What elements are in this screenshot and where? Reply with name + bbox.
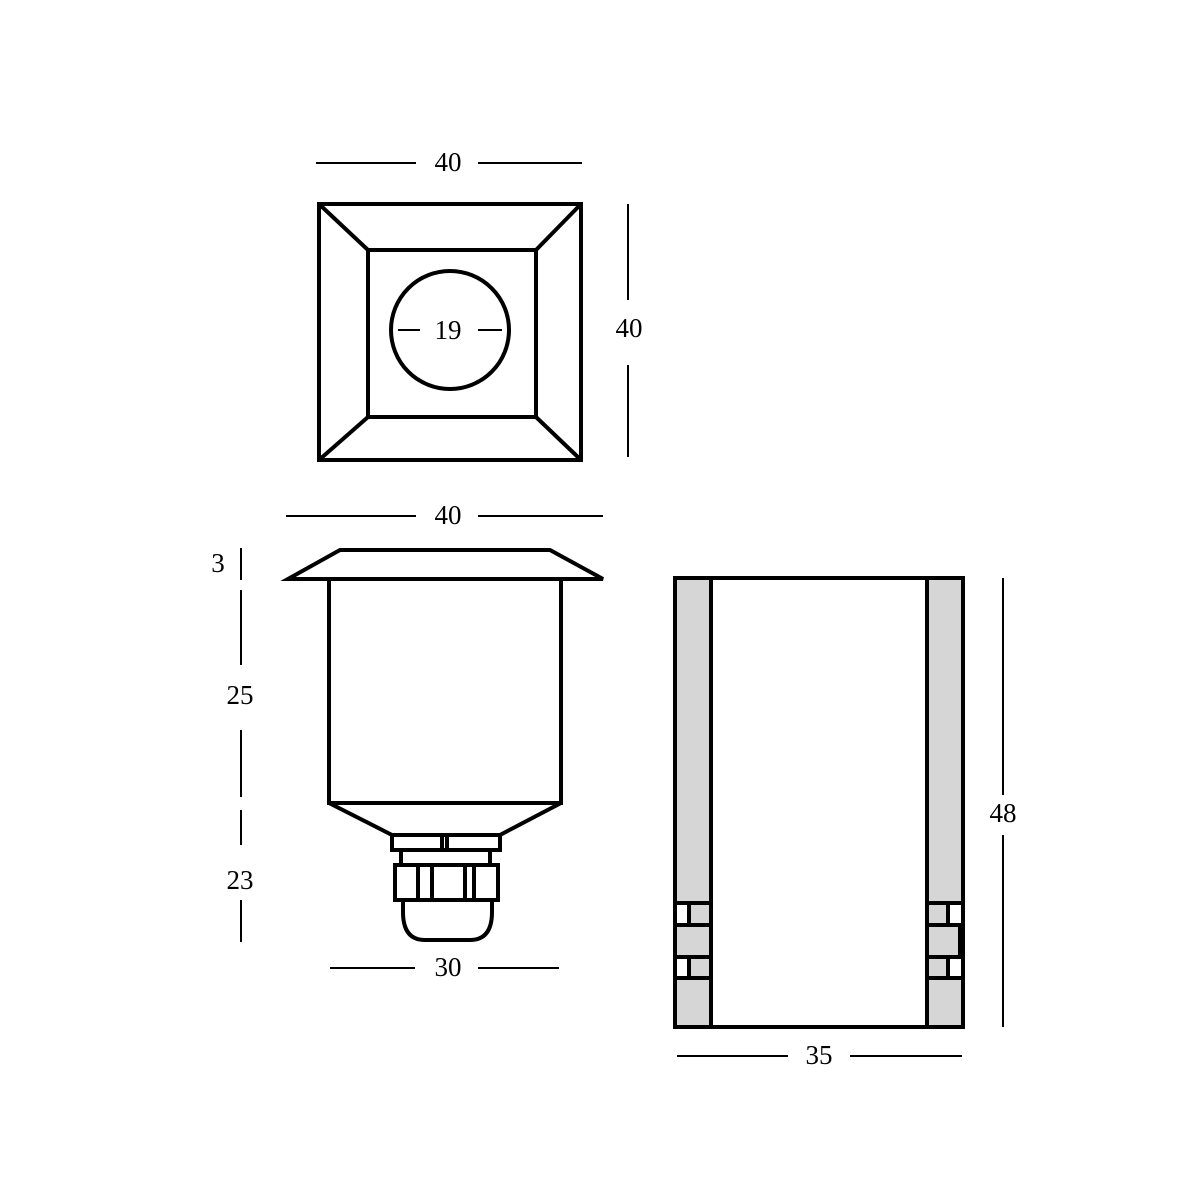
top-height-label: 40 [616,313,643,343]
gland-ring-divider [440,833,449,852]
flange-height-label: 3 [211,548,225,578]
gland-neck [399,848,492,867]
right-wall [925,576,965,1029]
gland-height-label: 23 [227,865,254,895]
side-width-label: 40 [435,500,462,530]
gland-nut-facets [416,865,476,900]
body-height-label: 25 [227,680,254,710]
lens-circle [389,269,511,391]
cable-gland-dome [401,900,494,942]
top-view-inner-frame [366,248,538,419]
housing-body [327,577,563,805]
left-wall [673,576,713,1029]
top-view: 19 40 40 [316,147,643,462]
flange [280,548,604,581]
top-view-outer-frame [317,202,583,462]
lens-diameter-label: 19 [435,315,462,345]
top-view-bevel-lines [317,202,583,462]
section-width-label: 35 [806,1040,833,1070]
section-view: 35 48 [673,576,1017,1070]
housing-cone [328,801,562,837]
section-height-label: 48 [990,798,1017,828]
gland-nut [393,863,500,902]
bottom-width-label: 30 [435,952,462,982]
top-width-label: 40 [435,147,462,177]
side-view: 40 3 25 23 30 [211,500,604,982]
section-outline [673,576,965,1029]
